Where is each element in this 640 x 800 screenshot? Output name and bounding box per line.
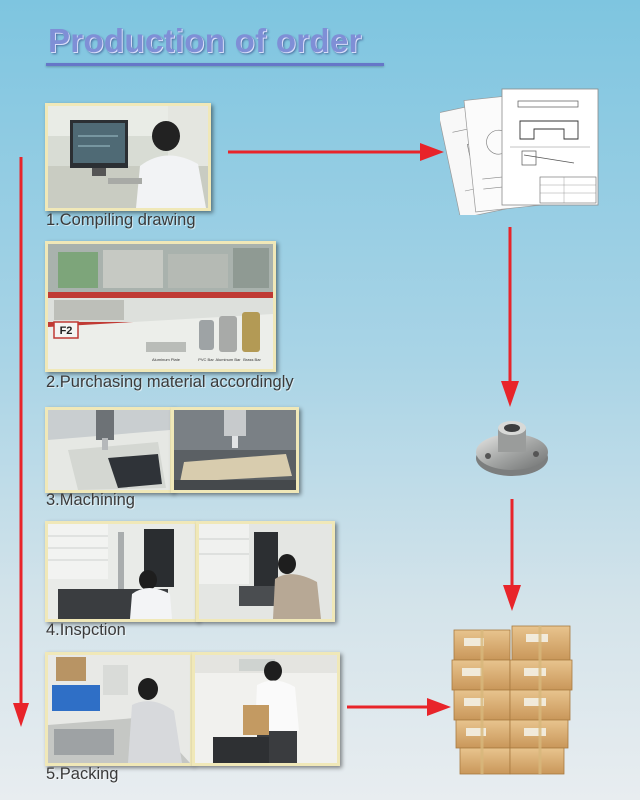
step-1-label: 1.Compiling drawing (46, 211, 196, 229)
caption-aluminum-plate: Aluminum Plate (152, 357, 181, 362)
step-3-photo-b (171, 407, 299, 493)
step-5-photo-b (192, 652, 340, 766)
step-5-photo-a (45, 652, 193, 766)
arrow-packing-to-boxes (347, 698, 451, 716)
machined-part (472, 418, 552, 480)
step-1-photo (45, 103, 211, 211)
caption-brass-bar: Brass Bar (243, 357, 261, 362)
arrow-to-part (501, 227, 519, 407)
step-2-label: 2.Purchasing material accordingly (46, 373, 294, 391)
left-down-arrow (13, 157, 29, 727)
step-4-label: 4.Inspction (46, 621, 126, 639)
arrow-to-boxes (503, 499, 521, 611)
packed-cartons (450, 622, 575, 777)
step-3-label: 3.Machining (46, 491, 135, 509)
step-4-photo-b (196, 521, 335, 622)
caption-aluminum-bar: Aluminum Bar (215, 357, 241, 362)
title-underline (46, 63, 384, 66)
step-5-label: 5.Packing (46, 765, 119, 783)
step-4-photo-a (45, 521, 198, 622)
technical-drawings (440, 85, 600, 215)
caption-pvc-bar: PVC Bar (198, 357, 214, 362)
shelf-tag: F2 (60, 325, 73, 337)
step-2-photo: F2 Aluminum Plate PVC Bar Aluminum Bar B… (45, 241, 276, 372)
step-3-photo-a (45, 407, 173, 493)
page-title: Production of order (48, 22, 362, 59)
arrow-to-drawings (228, 143, 444, 161)
